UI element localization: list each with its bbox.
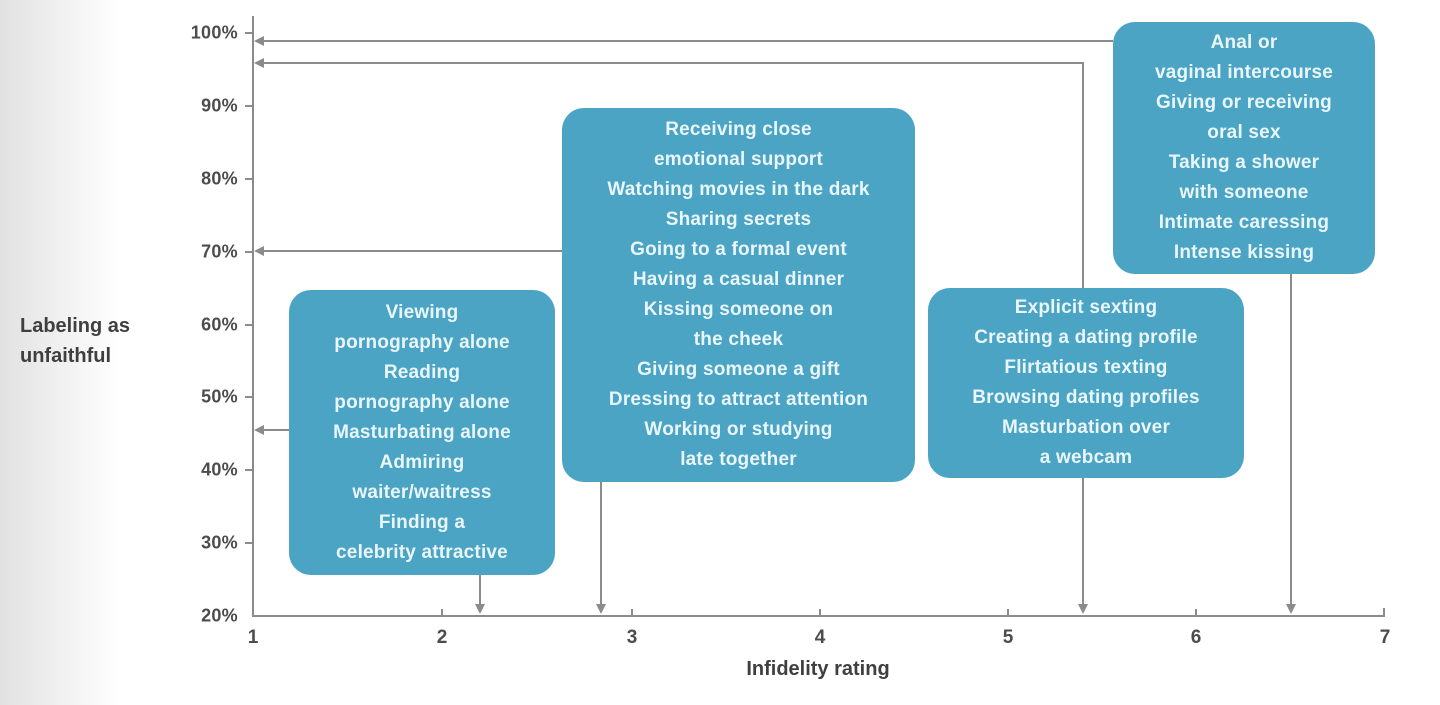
cluster-box-emotional: Receiving close emotional support Watchi…: [562, 108, 915, 482]
arrow-head-left-46pct: [254, 425, 264, 435]
arrow-line-rating-5-4: [1082, 478, 1084, 606]
y-tick-label-40: 40%: [201, 459, 238, 480]
x-tick-mark-2: [441, 609, 443, 616]
cluster-box-text: Explicit sexting Creating a dating profi…: [972, 297, 1200, 468]
arrow-head-down-rating-6-5: [1286, 604, 1296, 614]
y-tick-mark-50: [245, 396, 253, 398]
arrow-head-down-rating-2-2: [475, 604, 485, 614]
x-axis-title: Infidelity rating: [746, 658, 890, 680]
cluster-box-text: Receiving close emotional support Watchi…: [607, 119, 870, 470]
x-tick-mark-4: [819, 609, 821, 616]
cluster-box-solitary: Viewing pornography alone Reading pornog…: [289, 290, 555, 575]
arrow-line-96pct-drop: [1082, 62, 1084, 288]
arrow-head-left-99pct: [254, 36, 264, 46]
y-axis-title: Labeling as unfaithful: [20, 315, 131, 367]
arrow-line-96pct: [257, 62, 1084, 64]
y-tick-mark-40: [245, 469, 253, 471]
arrow-head-left-96pct: [254, 58, 264, 68]
cluster-box-text: Anal or vaginal intercourse Giving or re…: [1154, 32, 1334, 263]
y-axis-line: [252, 16, 254, 617]
y-tick-mark-60: [245, 324, 253, 326]
x-axis-line: [252, 615, 1385, 617]
x-tick-label-3: 3: [626, 627, 638, 648]
y-tick-label-30: 30%: [201, 532, 238, 553]
y-tick-mark-80: [245, 178, 253, 180]
x-tick-label-4: 4: [814, 627, 826, 648]
y-tick-mark-70: [245, 251, 253, 253]
arrow-head-down-rating-5-4: [1078, 604, 1088, 614]
x-axis-end-tick: [1383, 608, 1385, 617]
arrow-head-down-rating-2-8: [596, 604, 606, 614]
y-tick-label-60: 60%: [201, 314, 238, 335]
cluster-box-sexual: Anal or vaginal intercourse Giving or re…: [1113, 22, 1375, 274]
arrow-line-99pct: [257, 40, 1113, 42]
y-tick-mark-100: [245, 32, 253, 34]
y-tick-label-80: 80%: [201, 168, 238, 189]
x-tick-label-5: 5: [1002, 627, 1014, 648]
x-tick-label-7: 7: [1379, 627, 1391, 648]
x-tick-mark-5: [1007, 609, 1009, 616]
y-tick-label-50: 50%: [201, 386, 238, 407]
arrow-line-rating-6-5: [1290, 274, 1292, 606]
x-tick-mark-6: [1195, 609, 1197, 616]
arrow-head-left-70pct: [254, 246, 264, 256]
x-tick-mark-3: [631, 609, 633, 616]
cluster-box-text: Viewing pornography alone Reading pornog…: [333, 301, 511, 563]
y-tick-label-100: 100%: [190, 22, 238, 43]
y-tick-mark-90: [245, 105, 253, 107]
cluster-box-online: Explicit sexting Creating a dating profi…: [928, 288, 1244, 478]
y-tick-label-20: 20%: [201, 605, 238, 626]
arrow-line-70pct: [257, 250, 562, 252]
arrow-line-46pct: [257, 429, 289, 431]
x-tick-label-6: 6: [1190, 627, 1202, 648]
arrow-line-rating-2-8: [600, 482, 602, 606]
x-tick-label-1: 1: [247, 627, 259, 648]
y-tick-label-70: 70%: [201, 241, 238, 262]
arrow-line-rating-2-2: [479, 575, 481, 606]
x-tick-label-2: 2: [436, 627, 448, 648]
y-tick-label-90: 90%: [201, 95, 238, 116]
y-tick-mark-30: [245, 542, 253, 544]
